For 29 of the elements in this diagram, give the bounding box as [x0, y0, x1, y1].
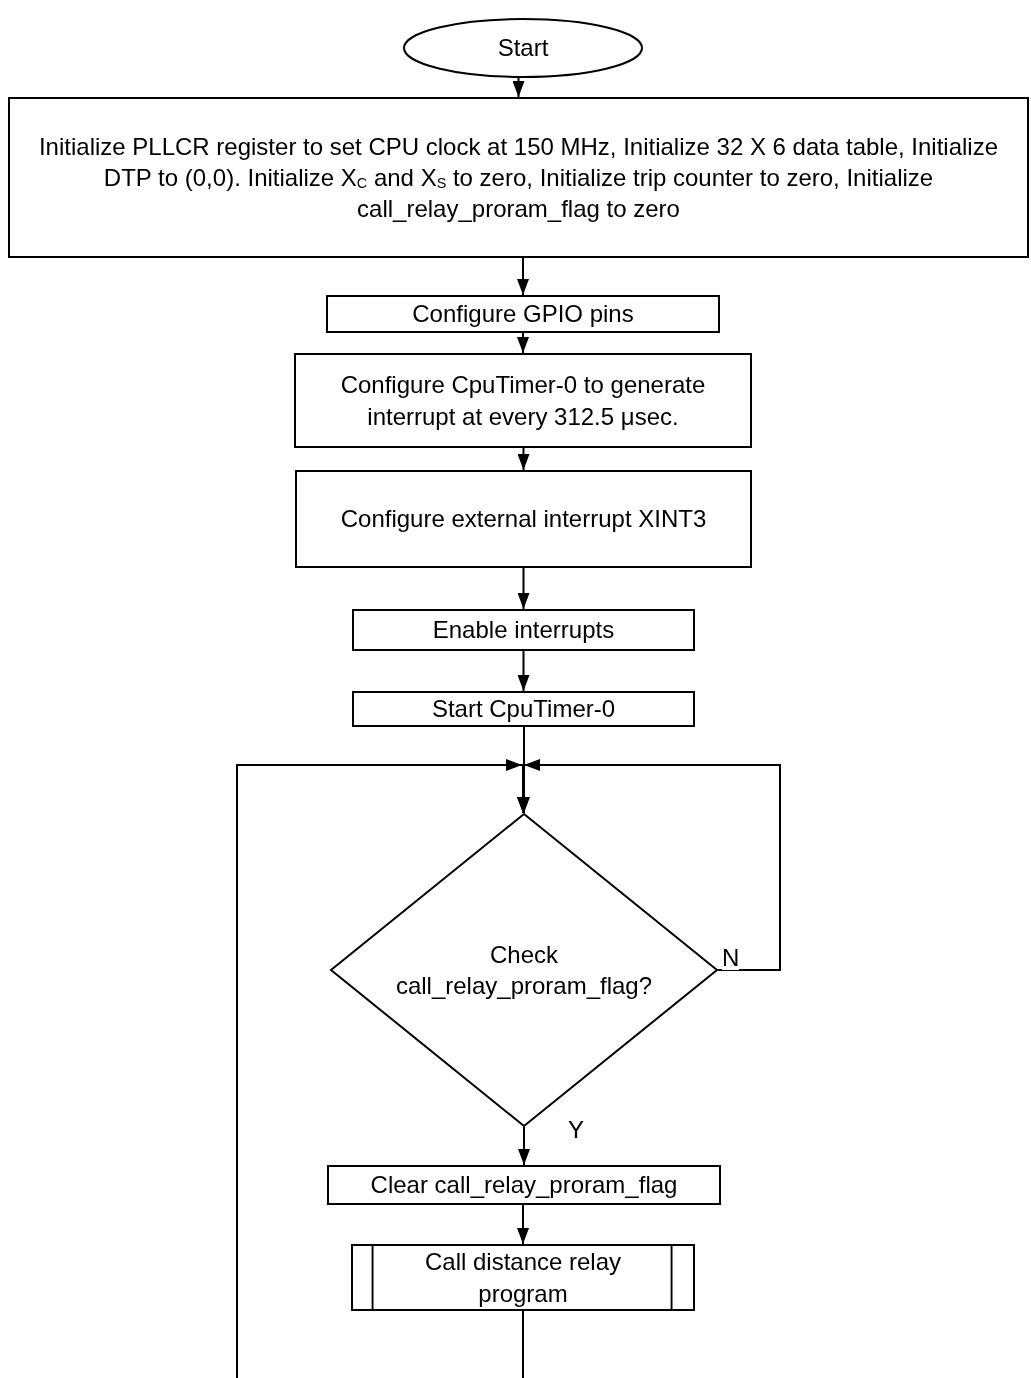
- arrow: [517, 447, 530, 471]
- node-text: Call distance relay program: [423, 1247, 623, 1309]
- node-text: Start: [497, 33, 549, 64]
- arrow: [518, 1126, 530, 1166]
- arrow: [517, 1204, 529, 1245]
- process-box: [8, 97, 1029, 258]
- connector-line: [522, 1310, 524, 1378]
- arrow: [517, 257, 529, 296]
- arrow: [512, 77, 525, 98]
- node-text: Configure external interrupt XINT3: [340, 504, 707, 535]
- node-text: Check call_relay_proram_flag?: [394, 939, 654, 1001]
- terminal-ellipse: [403, 18, 643, 78]
- arrow: [517, 650, 530, 692]
- process-box: [295, 470, 752, 568]
- arrow: [517, 567, 530, 610]
- arrow: [517, 332, 529, 354]
- edge-label: N: [722, 946, 740, 970]
- process-box: [294, 353, 752, 448]
- subroutine-box: [351, 1244, 695, 1311]
- node-text: Start CpuTimer-0: [431, 694, 616, 725]
- process-box: [352, 691, 695, 727]
- node-text: Clear call_relay_proram_flag: [370, 1170, 678, 1201]
- process-box: [326, 295, 720, 333]
- node-text: Initialize PLLCR register to set CPU clock at 150 MHz, Initialize 32 X 6 data table, Initialize DTP to (0,0). Initialize X$_{C}$ and X$_{S}$ to zero, Initialize trip counter to zero, Initialize call_relay_proram_flag to zero: [37, 131, 1000, 225]
- process-box: [327, 1165, 721, 1205]
- node-text: Configure CpuTimer-0 to generate interrupt at every 312.5 μsec.: [339, 370, 707, 432]
- node-text: Configure GPIO pins: [412, 299, 634, 330]
- node-text: Enable interrupts: [432, 615, 615, 646]
- process-box: [352, 609, 695, 651]
